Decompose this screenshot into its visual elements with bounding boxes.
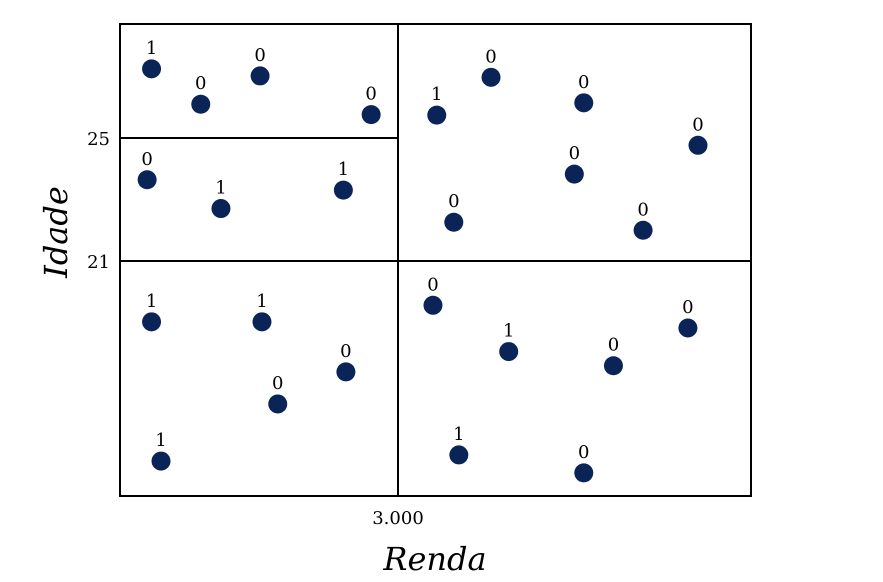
data-point-label-3: 0	[254, 45, 265, 66]
data-point-19	[633, 220, 653, 240]
data-point-3	[250, 66, 270, 86]
y-tick-label-25: 25	[87, 129, 110, 150]
data-point-16	[688, 135, 708, 155]
data-point-4	[361, 105, 381, 125]
data-point-25	[574, 463, 594, 483]
data-point-label-1: 1	[146, 38, 157, 59]
data-point-5	[137, 170, 157, 190]
data-point-label-5: 0	[141, 149, 152, 170]
data-point-6	[211, 199, 231, 219]
data-point-label-20: 0	[427, 274, 438, 295]
data-point-7	[333, 180, 353, 200]
data-point-label-19: 0	[637, 199, 648, 220]
data-point-label-7: 1	[338, 159, 349, 180]
data-point-2	[191, 94, 211, 114]
data-point-20	[423, 295, 443, 315]
data-point-label-15: 0	[578, 72, 589, 93]
data-point-14	[481, 67, 501, 87]
data-point-label-23: 0	[682, 297, 693, 318]
data-point-label-25: 0	[578, 442, 589, 463]
data-point-label-11: 0	[272, 373, 283, 394]
data-point-10	[336, 362, 356, 382]
data-point-label-14: 0	[485, 46, 496, 67]
data-point-24	[449, 445, 469, 465]
data-point-17	[564, 164, 584, 184]
data-point-label-6: 1	[215, 178, 226, 199]
data-point-label-17: 0	[569, 143, 580, 164]
data-point-label-8: 1	[146, 291, 157, 312]
x-tick-label-3000: 3.000	[372, 508, 424, 529]
y-axis-title: Idade	[37, 186, 75, 279]
data-point-9	[252, 312, 272, 332]
data-point-label-2: 0	[195, 73, 206, 94]
data-point-label-12: 1	[155, 430, 166, 451]
data-point-label-10: 0	[340, 341, 351, 362]
data-point-12	[151, 451, 171, 471]
data-point-label-13: 1	[431, 84, 442, 105]
data-point-22	[603, 356, 623, 376]
points-layer: 1 0 0 0 0 1 1 1 1 0 0 1 1 0 0 0 0 0 0 0 1 0 0 1 0	[137, 38, 708, 483]
data-point-8	[142, 312, 162, 332]
data-point-11	[268, 394, 288, 414]
y-tick-label-21: 21	[87, 252, 110, 273]
x-axis-title: Renda	[382, 540, 486, 578]
data-point-13	[427, 105, 447, 125]
data-point-21	[499, 342, 519, 362]
data-point-label-9: 1	[256, 291, 267, 312]
data-point-label-22: 0	[608, 335, 619, 356]
data-point-label-18: 0	[448, 191, 459, 212]
data-point-label-24: 1	[453, 424, 464, 445]
data-point-18	[444, 212, 464, 232]
data-point-label-4: 0	[365, 84, 376, 105]
data-point-1	[142, 59, 162, 79]
data-point-label-16: 0	[692, 114, 703, 135]
data-point-label-21: 1	[503, 321, 514, 342]
data-point-15	[574, 93, 594, 113]
data-point-23	[678, 318, 698, 338]
